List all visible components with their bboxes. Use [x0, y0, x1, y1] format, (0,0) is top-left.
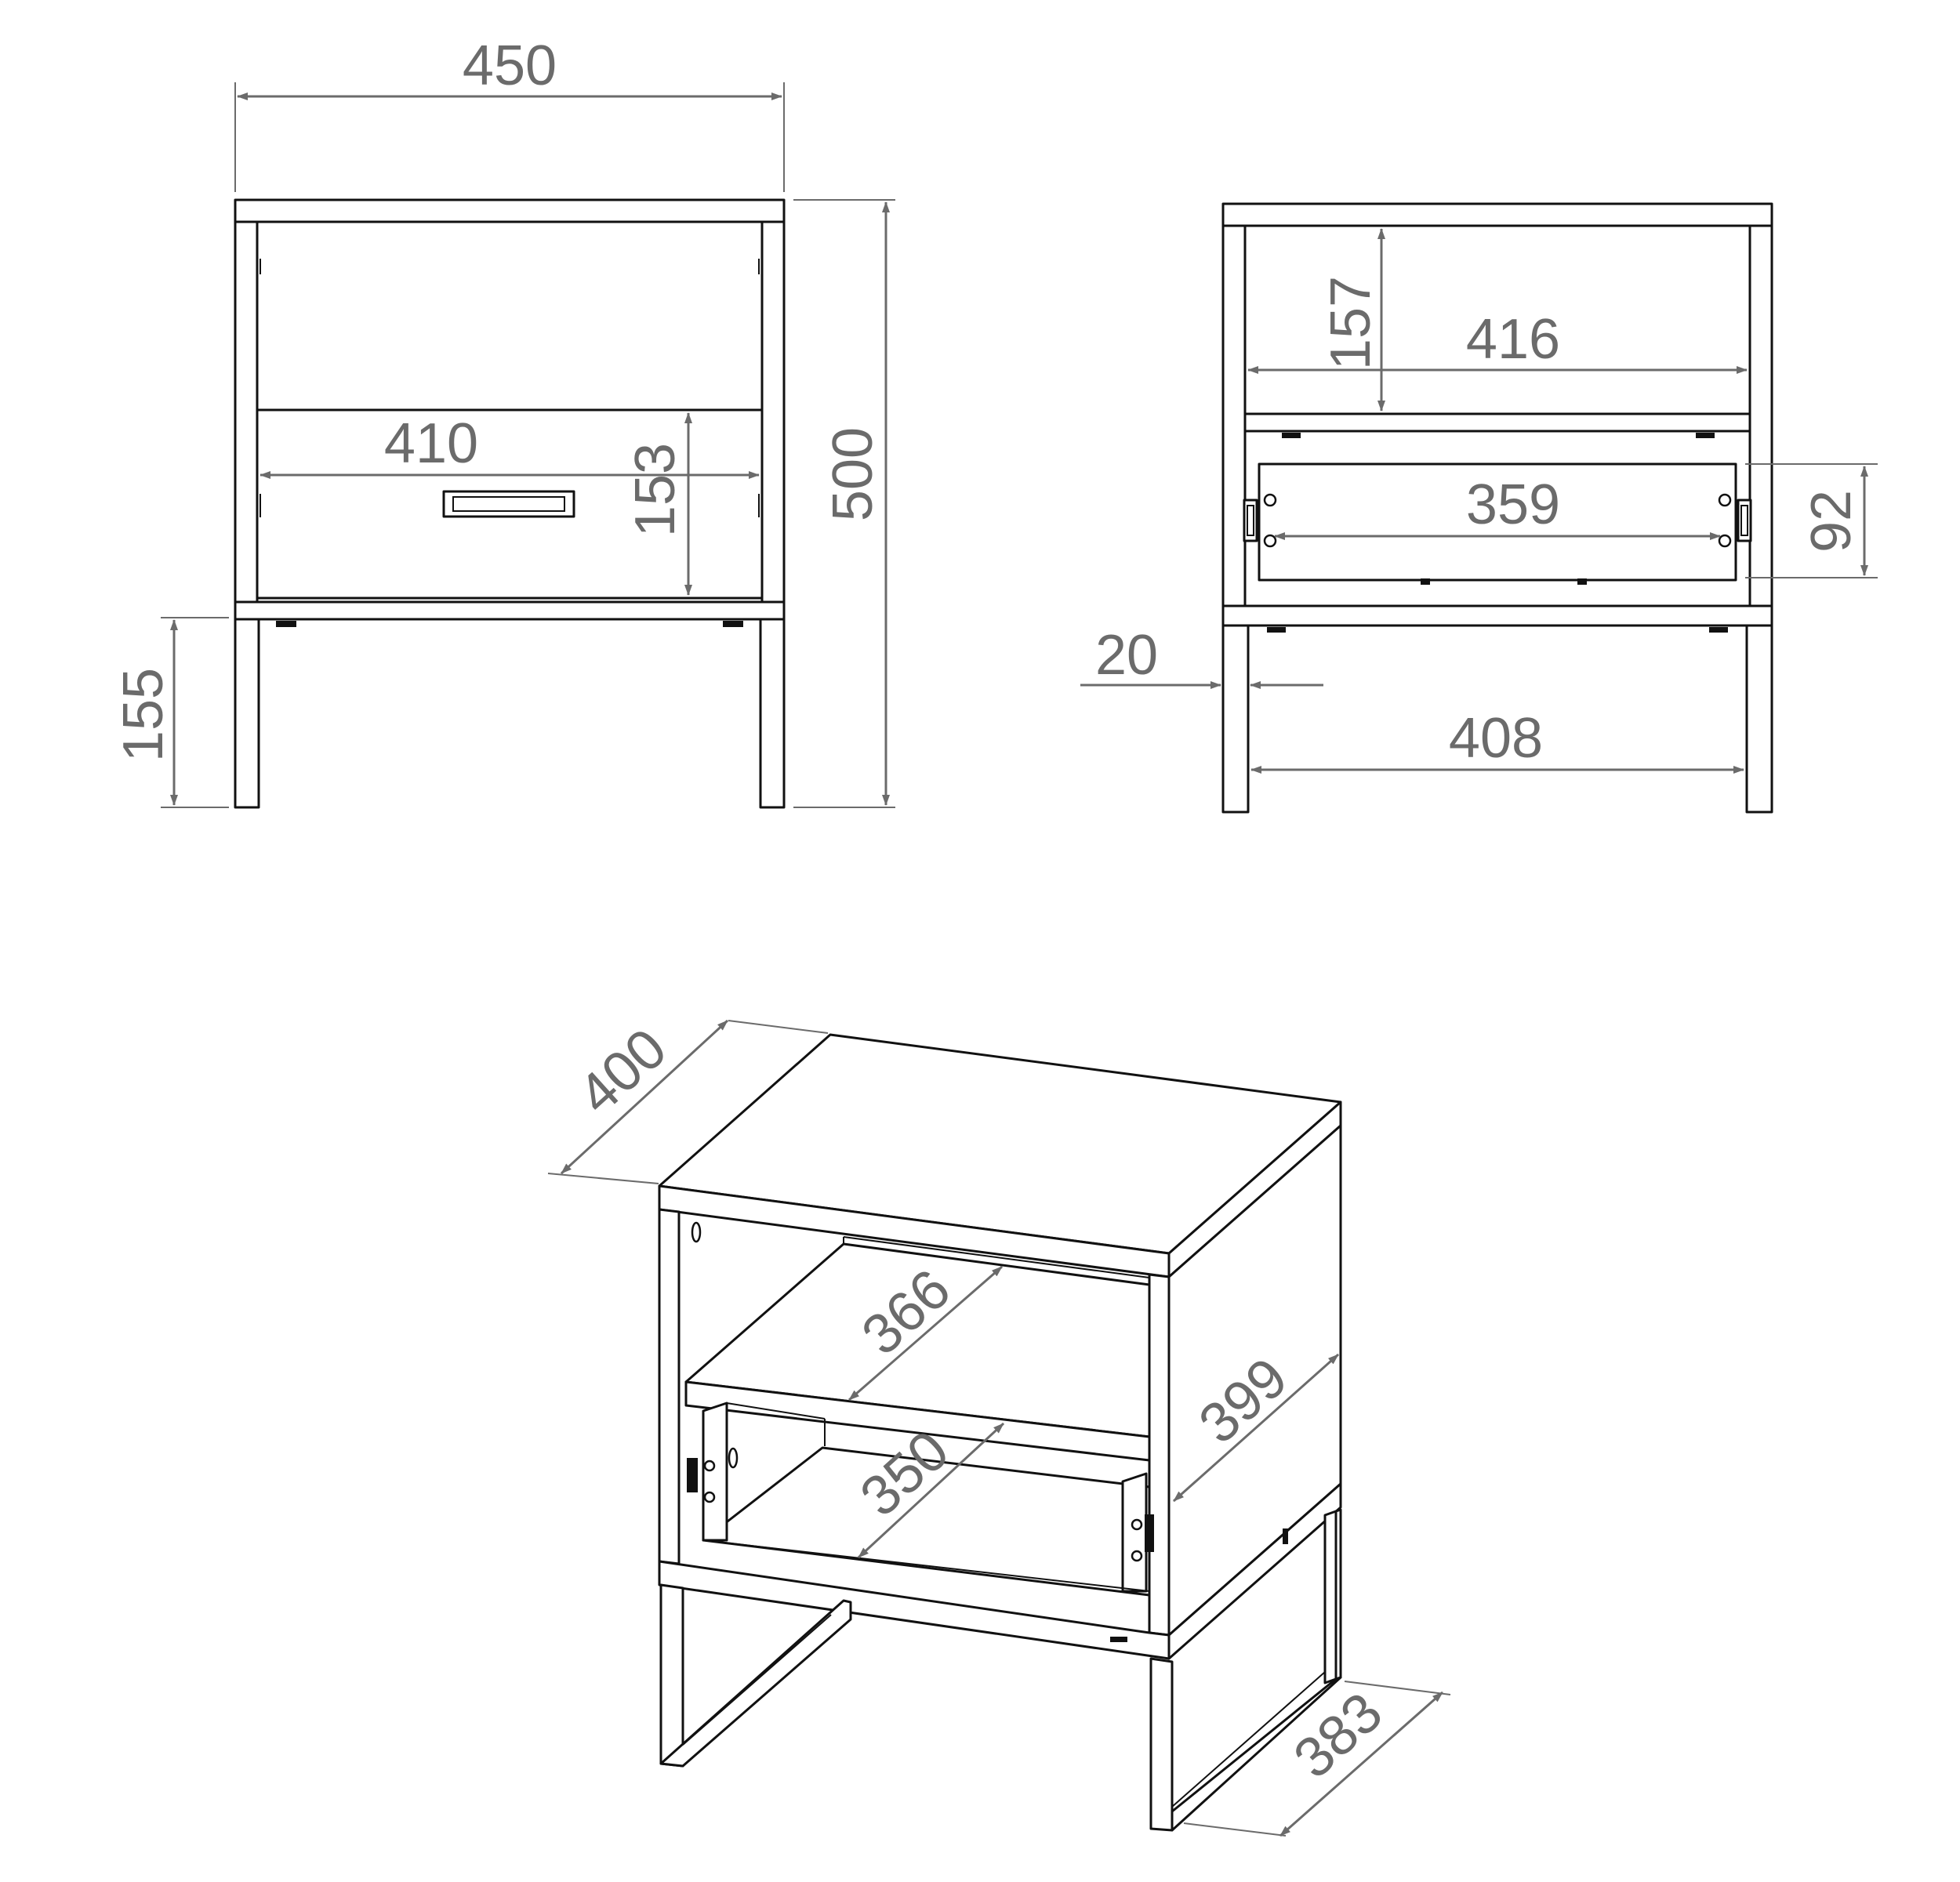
- dim-155: 155: [112, 617, 229, 808]
- dim-label-depth: 400: [567, 1017, 679, 1126]
- dim-label-inner-width: 416: [1466, 308, 1560, 371]
- dim-label-frame-depth: 383: [1283, 1681, 1395, 1790]
- back-view: 157 416 359 92 20 408: [1080, 202, 1878, 814]
- dim-label-drawer-width: 410: [384, 412, 478, 475]
- back-view-furniture: [1221, 202, 1773, 814]
- dim-label-overall-height: 500: [822, 427, 884, 521]
- iso-furniture: [658, 1033, 1342, 1832]
- dim-label-niche-height: 157: [1319, 276, 1382, 370]
- dim-410: 410: [260, 412, 760, 479]
- dim-label-offset: 20: [1095, 624, 1158, 687]
- dim-label-drawer-box-height: 92: [1800, 490, 1863, 553]
- dim-383: 383: [1183, 1681, 1451, 1837]
- dim-label-drawer-height: 153: [624, 443, 687, 537]
- dim-label-drawer-box-width: 359: [1466, 473, 1560, 536]
- drawer-side-left: [702, 1402, 728, 1542]
- dim-408: 408: [1250, 707, 1744, 774]
- dim-157: 157: [1319, 228, 1385, 412]
- dim-label-leg-span: 408: [1449, 707, 1543, 770]
- dim-label-leg-height: 155: [112, 668, 175, 762]
- dim-153: 153: [624, 412, 692, 596]
- dim-500: 500: [793, 199, 895, 808]
- dim-20: 20: [1080, 624, 1323, 689]
- dim-359: 359: [1274, 473, 1721, 540]
- shelf: [1243, 412, 1751, 433]
- dim-92: 92: [1745, 463, 1878, 578]
- drawer-handle: [442, 490, 575, 518]
- dim-416: 416: [1247, 308, 1748, 374]
- drawer-side-right: [1121, 1472, 1148, 1593]
- drawer-box: [1258, 462, 1737, 582]
- dim-label-overall-width: 450: [463, 34, 557, 97]
- front-view: 450 500 155 410 153: [112, 34, 895, 809]
- front-view-furniture: [234, 198, 786, 809]
- dim-450: 450: [234, 34, 785, 192]
- isometric-view: 400 366 350 399 383: [547, 1017, 1451, 1837]
